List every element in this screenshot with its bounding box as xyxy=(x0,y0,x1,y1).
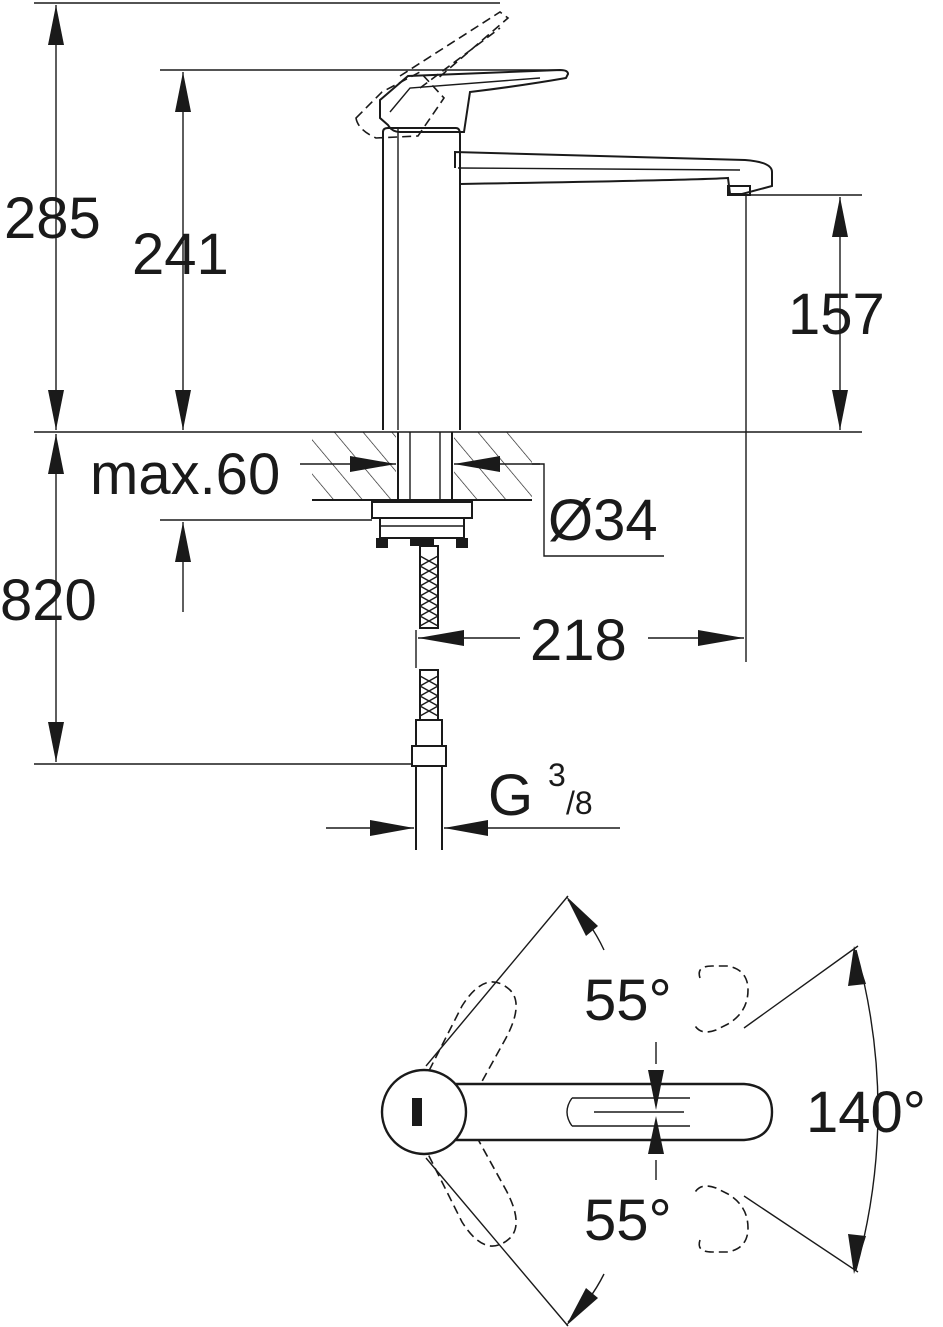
dim-285: 285 xyxy=(4,186,101,251)
dim-241: 241 xyxy=(132,222,229,287)
dim-157: 157 xyxy=(788,282,885,347)
dim-820: 820 xyxy=(0,568,97,633)
angle-upper-55: 55° xyxy=(584,968,672,1033)
angle-total-140: 140° xyxy=(806,1080,926,1145)
dimension-lines xyxy=(34,2,862,836)
angle-lower-55: 55° xyxy=(584,1188,672,1253)
top-view xyxy=(380,895,879,1327)
dim-diameter-34: Ø34 xyxy=(548,488,658,553)
supply-hose xyxy=(411,545,447,850)
connection-denominator: /8 xyxy=(566,785,593,821)
dim-max-60: max.60 xyxy=(90,442,280,507)
mounting-hardware xyxy=(371,501,473,548)
connection-g: G xyxy=(488,763,533,828)
labels: 285 241 157 max.60 Ø34 820 218 G 3 /8 55… xyxy=(0,186,926,1253)
connection-numerator: 3 xyxy=(548,757,566,793)
faucet-body xyxy=(355,11,773,430)
dim-218: 218 xyxy=(530,608,627,673)
